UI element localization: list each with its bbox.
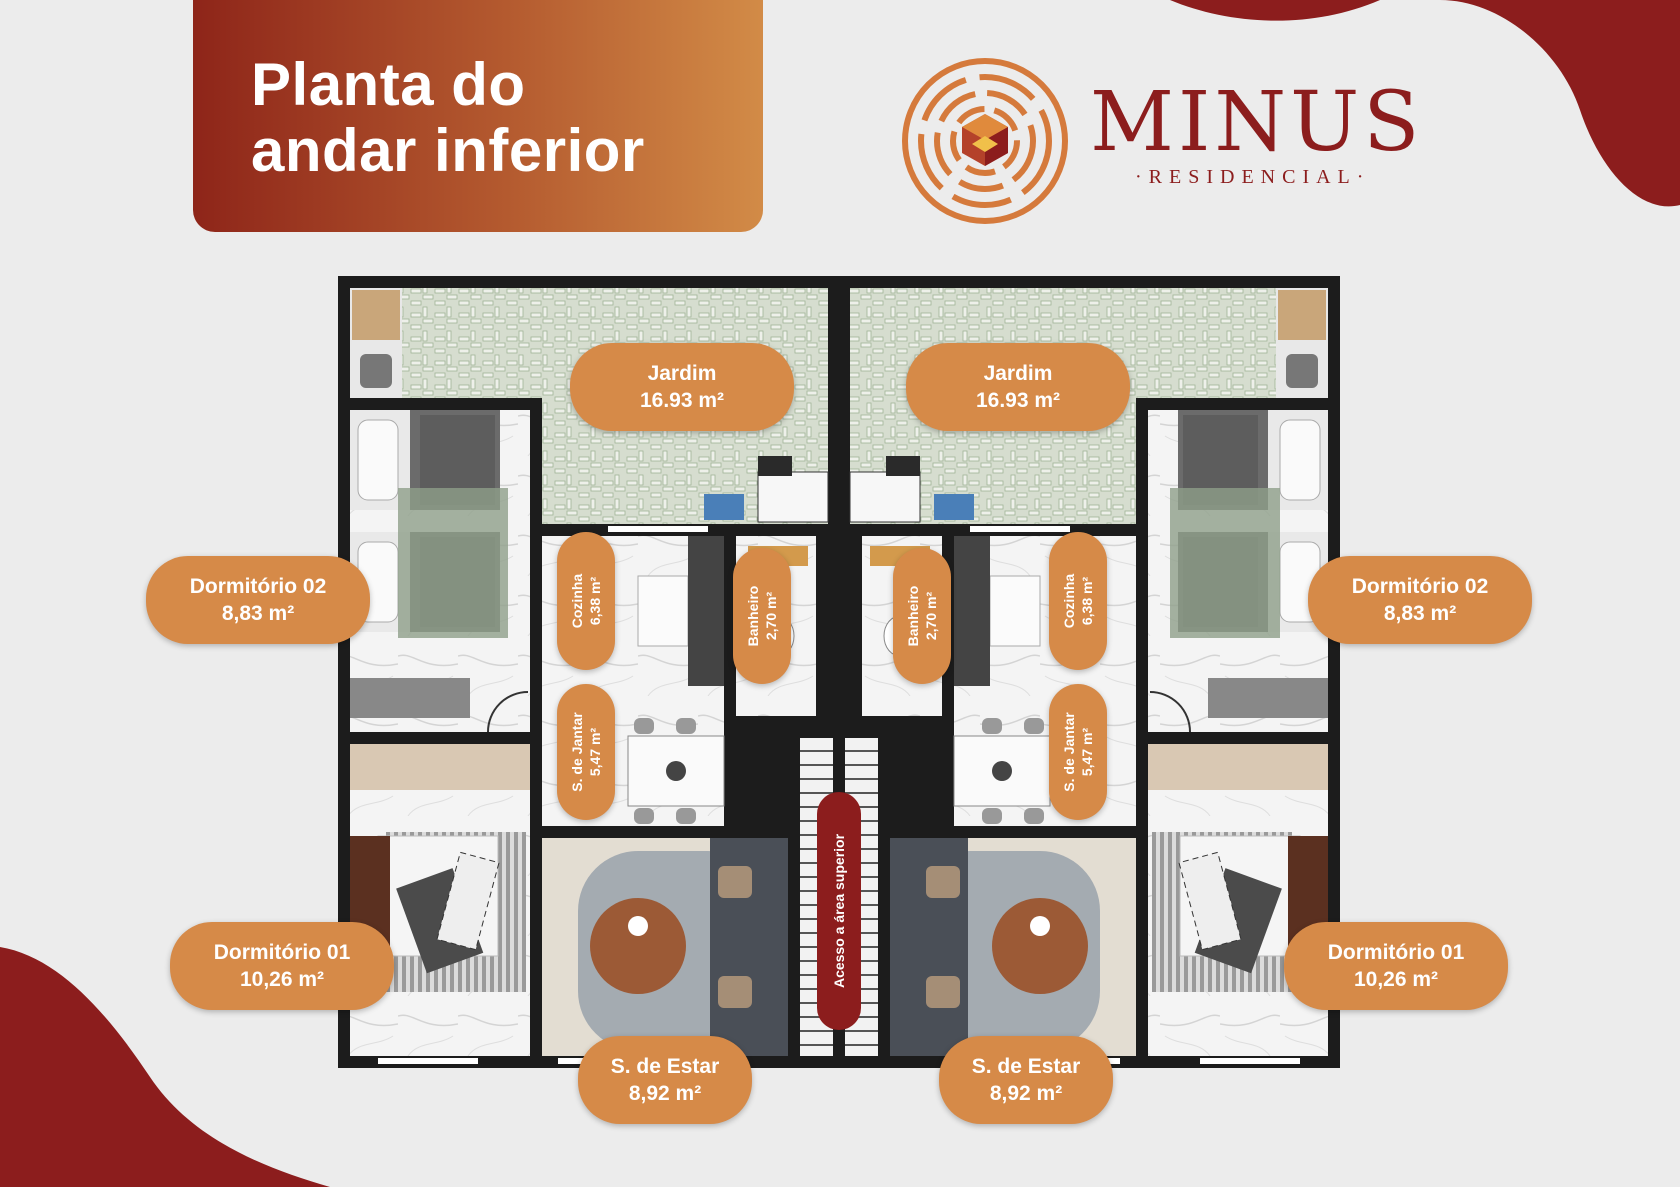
label-estar-left: S. de Estar 8,92 m² — [578, 1036, 752, 1124]
decorative-wave-bottom-left — [0, 947, 330, 1187]
label-jardim-left: Jardim 16.93 m² — [570, 343, 794, 431]
label-cozinha-left: Cozinha 6,38 m² — [557, 532, 615, 670]
label-cozinha-right: Cozinha 6,38 m² — [1049, 532, 1107, 670]
minus-logo-icon — [902, 58, 1068, 224]
room-name: Dormitório 02 — [189, 575, 327, 598]
label-dormitorio-01-right: Dormitório 01 10,26 m² — [1284, 922, 1508, 1010]
label-jantar-left: S. de Jantar 5,47 m² — [557, 684, 615, 820]
room-name: Jardim — [983, 362, 1053, 385]
room-name: S. de Estar — [971, 1055, 1081, 1078]
room-name: Cozinha — [1061, 573, 1077, 629]
room-area: 10,26 m² — [239, 968, 325, 991]
access-label: Acesso a área superior — [831, 833, 847, 989]
room-area: 16.93 m² — [639, 389, 725, 412]
brand-name: MINUS — [1090, 75, 1424, 170]
decorative-wave-top-right — [1080, 0, 1680, 207]
room-name: Dormitório 01 — [1327, 941, 1465, 964]
room-name: S. de Estar — [610, 1055, 720, 1078]
room-area: 8,92 m² — [628, 1082, 702, 1105]
room-name: Banheiro — [905, 585, 921, 647]
room-name: S. de Jantar — [569, 712, 585, 792]
label-jantar-right: S. de Jantar 5,47 m² — [1049, 684, 1107, 820]
label-dormitorio-01-left: Dormitório 01 10,26 m² — [170, 922, 394, 1010]
room-area: 2,70 m² — [763, 591, 779, 641]
room-name: Banheiro — [745, 585, 761, 647]
room-area: 16.93 m² — [975, 389, 1061, 412]
room-name: Dormitório 02 — [1351, 575, 1489, 598]
title-line-2: andar inferior — [251, 117, 645, 184]
label-estar-right: S. de Estar 8,92 m² — [939, 1036, 1113, 1124]
room-area: 5,47 m² — [587, 727, 603, 777]
label-jardim-right: Jardim 16.93 m² — [906, 343, 1130, 431]
room-area: 10,26 m² — [1353, 968, 1439, 991]
brand-subtitle: ·RESIDENCIAL· — [1135, 166, 1371, 188]
title-banner: Planta do andar inferior — [193, 0, 763, 232]
label-dormitorio-02-left: Dormitório 02 8,83 m² — [146, 556, 370, 644]
title-line-1: Planta do — [251, 51, 526, 118]
label-banheiro-left: Banheiro 2,70 m² — [733, 548, 791, 684]
room-name: S. de Jantar — [1061, 712, 1077, 792]
room-area: 8,83 m² — [221, 602, 295, 625]
label-acesso-area-superior: Acesso a área superior — [817, 792, 861, 1030]
room-area: 8,92 m² — [989, 1082, 1063, 1105]
room-name: Dormitório 01 — [213, 941, 351, 964]
room-area: 6,38 m² — [1079, 576, 1095, 626]
room-name: Jardim — [647, 362, 717, 385]
room-area: 6,38 m² — [587, 576, 603, 626]
page-title: Planta do andar inferior — [251, 52, 645, 184]
room-area: 2,70 m² — [923, 591, 939, 641]
label-dormitorio-02-right: Dormitório 02 8,83 m² — [1308, 556, 1532, 644]
label-banheiro-right: Banheiro 2,70 m² — [893, 548, 951, 684]
room-area: 5,47 m² — [1079, 727, 1095, 777]
room-name: Cozinha — [569, 573, 585, 629]
room-area: 8,83 m² — [1383, 602, 1457, 625]
